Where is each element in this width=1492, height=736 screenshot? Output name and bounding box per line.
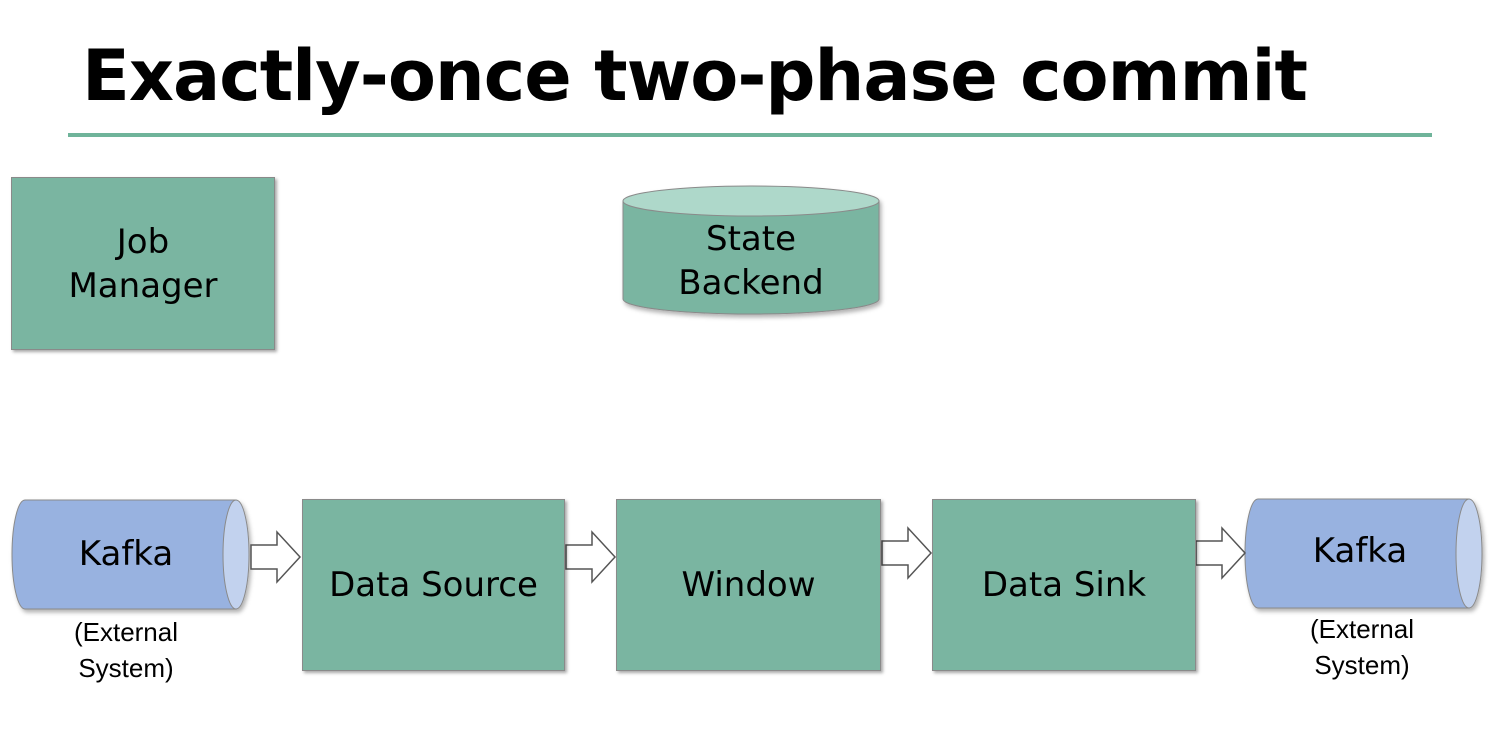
title-divider	[68, 133, 1432, 137]
data-sink-box[interactable]: Data Sink	[932, 499, 1196, 671]
kafka-sink-label: Kafka	[1312, 531, 1408, 571]
flow-arrow-source-to-window	[565, 530, 617, 584]
state-backend-label-line1: State	[706, 219, 796, 259]
kafka-sink-note-line2: System)	[1314, 650, 1410, 680]
kafka-source-note-line1: (External	[73, 617, 179, 647]
flow-arrow-sink-to-kafka	[1195, 526, 1247, 580]
kafka-sink-note-line1: (External	[1309, 614, 1415, 644]
state-backend-cylinder[interactable]	[622, 185, 880, 315]
job-manager-label-line2: Manager	[68, 265, 218, 306]
kafka-source-note-line2: System)	[78, 653, 174, 683]
window-label: Window	[681, 565, 816, 605]
kafka-sink-cylinder[interactable]	[1244, 498, 1483, 609]
flow-arrow-kafka-to-source	[250, 530, 302, 584]
data-source-box[interactable]: Data Source	[302, 499, 565, 671]
kafka-source-note: (External System)	[40, 614, 212, 686]
state-backend-label: State Backend	[623, 217, 879, 305]
data-sink-label: Data Sink	[981, 565, 1147, 605]
data-source-label: Data Source	[329, 565, 538, 605]
kafka-source-cylinder[interactable]	[11, 499, 250, 610]
job-manager-box[interactable]: Job Manager	[11, 177, 275, 350]
job-manager-label-line1: Job	[116, 221, 170, 262]
window-box[interactable]: Window	[616, 499, 881, 671]
page-title: Exactly-once two-phase commit	[82, 35, 1308, 117]
state-backend-label-line2: Backend	[678, 263, 824, 303]
kafka-sink-note: (External System)	[1276, 611, 1448, 683]
flow-arrow-window-to-sink	[881, 526, 933, 580]
kafka-source-label: Kafka	[78, 534, 174, 574]
